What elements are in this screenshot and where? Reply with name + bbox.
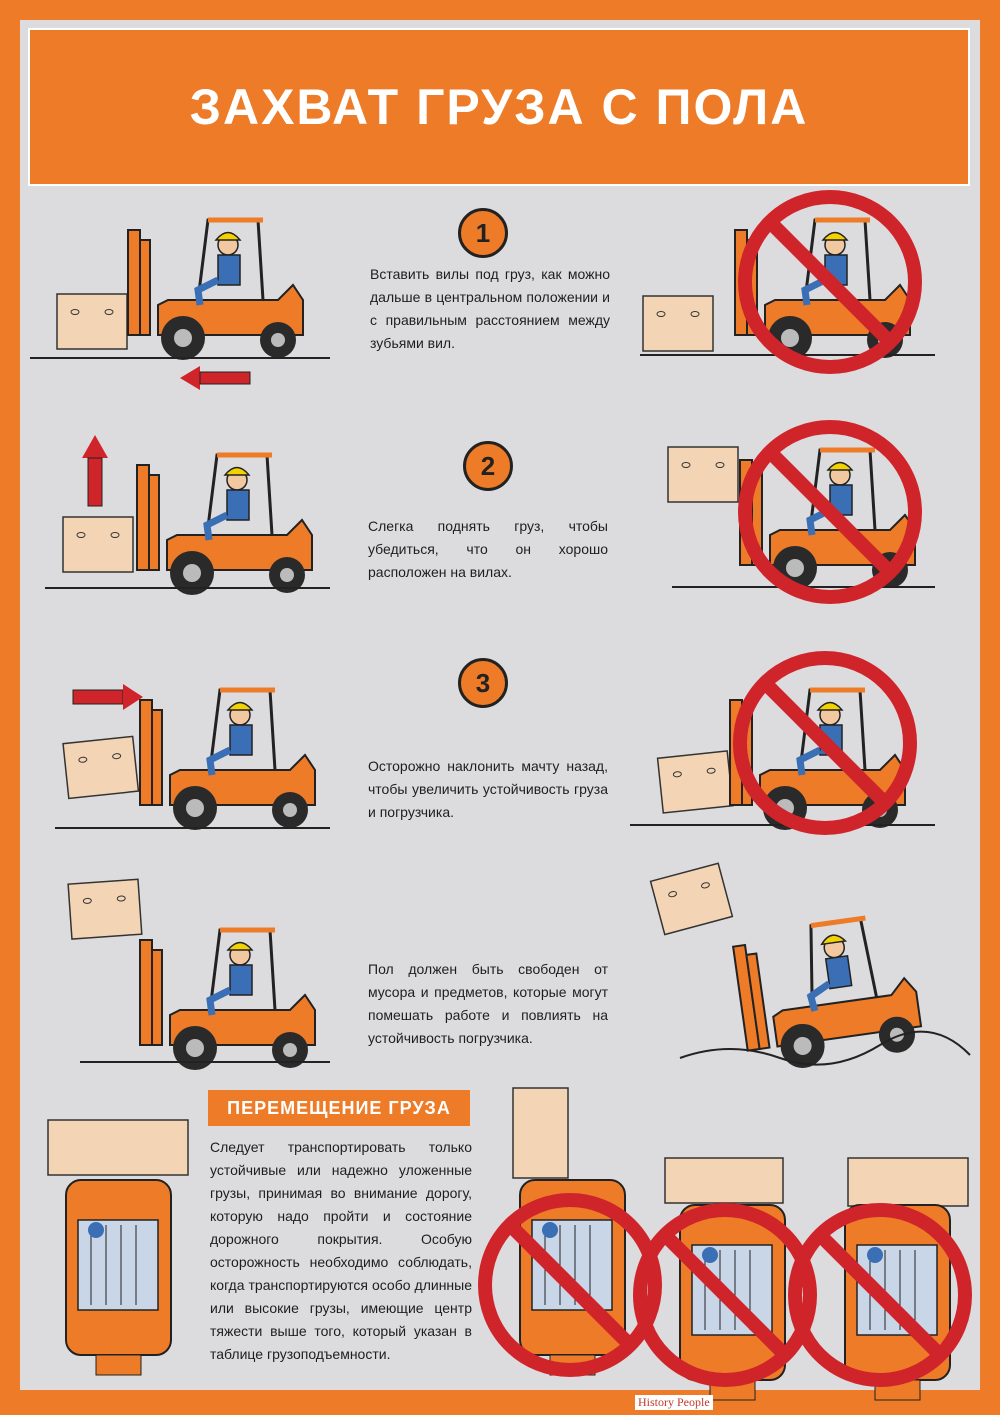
step-text-3: Осторожно наклонить мачту назад, чтобы у…	[368, 758, 608, 820]
step-number-1: 1	[458, 208, 508, 258]
moving-section-text: Следует транспортировать только устойчив…	[210, 1139, 472, 1362]
footer: History People	[635, 1393, 980, 1411]
title-banner: ЗАХВАТ ГРУЗА С ПОЛА	[28, 28, 970, 186]
step-number-2: 2	[463, 441, 513, 491]
cargo-box-1	[56, 293, 128, 350]
arrow-up-icon	[82, 435, 108, 507]
publisher-logo: History People	[635, 1394, 713, 1410]
step-number-3: 3	[458, 658, 508, 708]
moving-section-title: ПЕРЕМЕЩЕНИЕ ГРУЗА	[208, 1090, 470, 1126]
arrow-right-icon	[72, 684, 143, 710]
page-title: ЗАХВАТ ГРУЗА С ПОЛА	[189, 79, 809, 135]
step-text-4: Пол должен быть свободен от мусора и пре…	[368, 961, 608, 1046]
step-text-1: Вставить вилы под груз, как можно дальше…	[370, 266, 610, 351]
step-text-2: Слегка поднять груз, чтобы убедиться, чт…	[368, 518, 608, 580]
arrow-left-icon	[180, 366, 251, 390]
